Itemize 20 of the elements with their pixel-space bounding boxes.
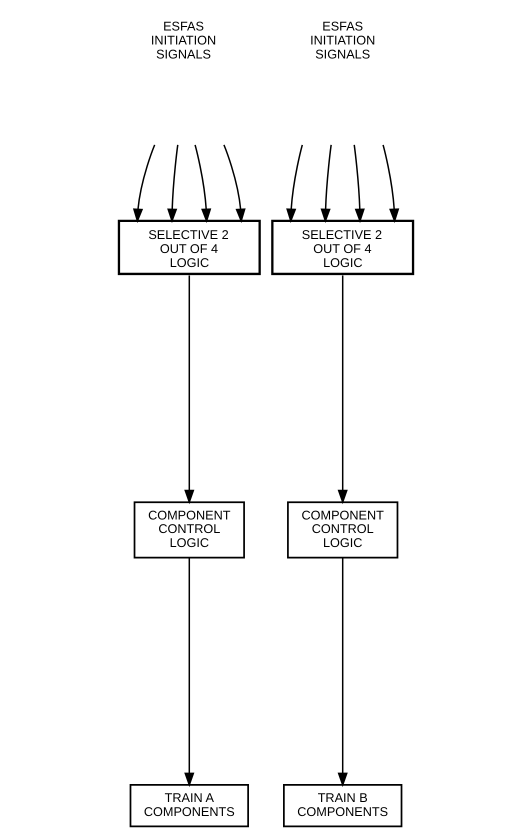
label: ESFAS INITIATION SIGNALS <box>310 19 376 61</box>
arrow <box>184 557 194 787</box>
arrow <box>184 274 194 504</box>
label: ESFAS INITIATION SIGNALS <box>150 19 216 61</box>
arrow <box>223 144 246 223</box>
node-box: SELECTIVE 2 OUT OF 4 LOGIC <box>118 219 261 275</box>
node-box: TRAIN B COMPONENTS <box>283 784 402 827</box>
arrow <box>338 557 348 787</box>
arrow <box>167 144 178 223</box>
arrow <box>382 144 400 223</box>
arrow <box>320 144 332 223</box>
arrow <box>354 144 365 223</box>
arrow <box>132 144 156 223</box>
node-box: COMPONENT CONTROL LOGIC <box>134 500 245 558</box>
node-box: COMPONENT CONTROL LOGIC <box>287 500 398 558</box>
node-box: SELECTIVE 2 OUT OF 4 LOGIC <box>271 219 414 275</box>
arrow <box>286 144 304 223</box>
node-box: TRAIN A COMPONENTS <box>130 784 249 827</box>
arrow <box>338 274 348 504</box>
arrow <box>194 144 212 223</box>
